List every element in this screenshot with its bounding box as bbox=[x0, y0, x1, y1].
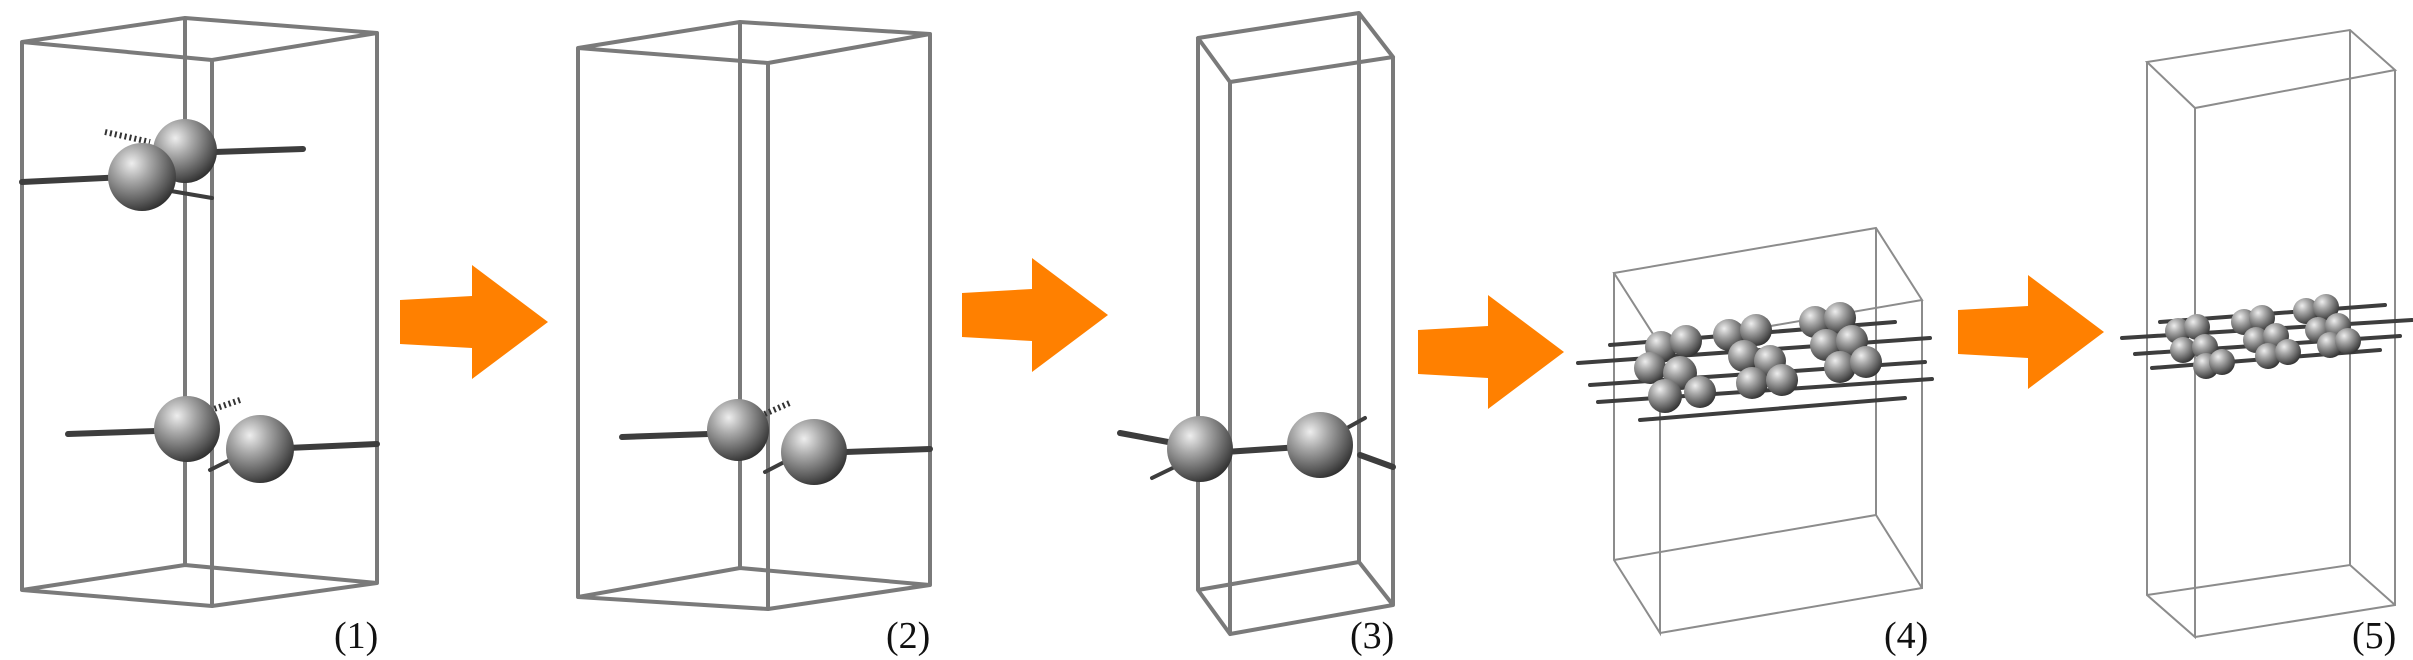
cell-3: (3) bbox=[1117, 11, 1396, 657]
atom bbox=[1740, 314, 1772, 346]
atom bbox=[781, 419, 847, 485]
atom bbox=[1287, 412, 1353, 478]
atom bbox=[1670, 325, 1702, 357]
atom bbox=[108, 143, 176, 211]
atom bbox=[2184, 314, 2210, 340]
atom bbox=[2170, 337, 2196, 363]
atom bbox=[1850, 346, 1882, 378]
step-label-1: (1) bbox=[334, 615, 378, 657]
cell-5-box bbox=[2144, 28, 2398, 640]
atom bbox=[2255, 343, 2281, 369]
arrow-4 bbox=[1958, 275, 2104, 389]
atom bbox=[1634, 352, 1666, 384]
cell-4-atoms bbox=[1634, 302, 1882, 413]
cell-3-atoms bbox=[1167, 412, 1353, 482]
atom bbox=[1648, 379, 1682, 413]
cell-4: (4) bbox=[1576, 226, 1934, 657]
arrow-2 bbox=[962, 258, 1108, 372]
atom bbox=[2249, 305, 2275, 331]
arrow-1 bbox=[400, 265, 548, 379]
cell-2-atoms bbox=[707, 399, 847, 485]
arrow-3 bbox=[1418, 295, 1564, 409]
step-label-5: (5) bbox=[2352, 615, 2396, 657]
atom bbox=[226, 415, 294, 483]
atom bbox=[154, 396, 220, 462]
step-label-4: (4) bbox=[1884, 615, 1928, 657]
cell-2-box bbox=[576, 20, 932, 611]
atom bbox=[1736, 367, 1768, 399]
cell-1-box bbox=[20, 16, 379, 608]
cell-2-bonds bbox=[619, 399, 933, 474]
cell-4-box bbox=[1612, 226, 1924, 637]
cell-1-atoms bbox=[108, 119, 294, 483]
atom bbox=[2335, 328, 2361, 354]
atom bbox=[2275, 339, 2301, 365]
cell-2: (2) bbox=[576, 20, 933, 657]
atom bbox=[1167, 416, 1233, 482]
atom bbox=[2293, 298, 2319, 324]
atom bbox=[2313, 294, 2339, 320]
cell-1: (1) bbox=[19, 16, 380, 657]
cell-5: (5) bbox=[2120, 28, 2413, 657]
atom bbox=[1684, 376, 1716, 408]
atom bbox=[1766, 364, 1798, 396]
atom bbox=[1728, 340, 1760, 372]
cell-3-box bbox=[1196, 11, 1395, 636]
atom bbox=[707, 399, 769, 461]
atom bbox=[2192, 334, 2218, 360]
atom bbox=[2209, 349, 2235, 375]
step-label-2: (2) bbox=[886, 615, 930, 657]
atom bbox=[1824, 351, 1856, 383]
step-label-3: (3) bbox=[1350, 615, 1394, 657]
cell-5-atoms bbox=[2165, 294, 2361, 379]
